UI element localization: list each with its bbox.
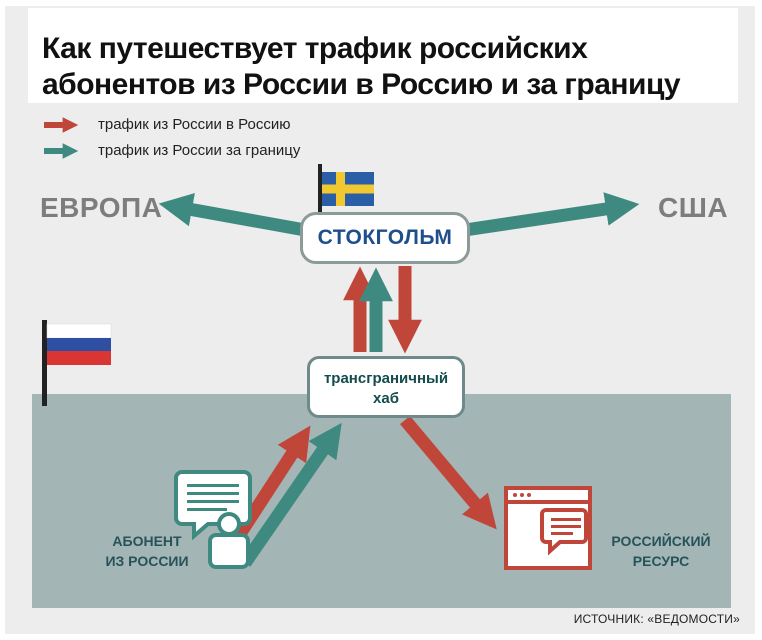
title-line-2: абонентов из России в Россию и за границ… bbox=[42, 68, 681, 101]
node-stockholm-label: СТОКГОЛЬМ bbox=[317, 226, 453, 249]
arrow-hub-to-resource bbox=[400, 415, 497, 530]
sweden-flag-icon bbox=[318, 164, 374, 214]
node-crossborder-hub: трансграничный хаб bbox=[307, 356, 465, 418]
arrow-to-europe bbox=[158, 192, 307, 237]
arrow-subscriber-to-hub-teal bbox=[239, 422, 342, 567]
region-usa: США bbox=[658, 192, 729, 223]
browser-window-icon bbox=[504, 486, 592, 570]
subscriber-label: АБОНЕНТ ИЗ РОССИИ bbox=[82, 531, 212, 571]
arrow-to-usa bbox=[464, 192, 640, 237]
subscriber-label-line-1: АБОНЕНТ bbox=[112, 533, 182, 549]
russia-flag-icon bbox=[42, 320, 112, 406]
title-box: Как путешествует трафик российских абоне… bbox=[28, 8, 738, 103]
node-stockholm: СТОКГОЛЬМ bbox=[300, 212, 470, 264]
title-line-1: Как путешествует трафик российских bbox=[42, 32, 588, 65]
source-credit: ИСТОЧНИК: «ВЕДОМОСТИ» bbox=[573, 612, 740, 626]
resource-label-line-2: РЕСУРС bbox=[632, 553, 690, 569]
resource-label-line-1: РОССИЙСКИЙ bbox=[611, 533, 711, 549]
subscriber-label-line-2: ИЗ РОССИИ bbox=[105, 553, 189, 569]
region-europe: ЕВРОПА bbox=[40, 192, 163, 223]
user-icon bbox=[208, 512, 250, 569]
node-hub-label-line-2: хаб bbox=[373, 390, 399, 407]
node-hub-label-line-1: трансграничный bbox=[323, 370, 449, 387]
resource-label: РОССИЙСКИЙ РЕСУРС bbox=[596, 531, 726, 571]
legend-label-domestic: трафик из России в Россию bbox=[98, 116, 291, 133]
russia-territory bbox=[32, 394, 731, 608]
legend-label-abroad: трафик из России за границу bbox=[98, 142, 301, 159]
